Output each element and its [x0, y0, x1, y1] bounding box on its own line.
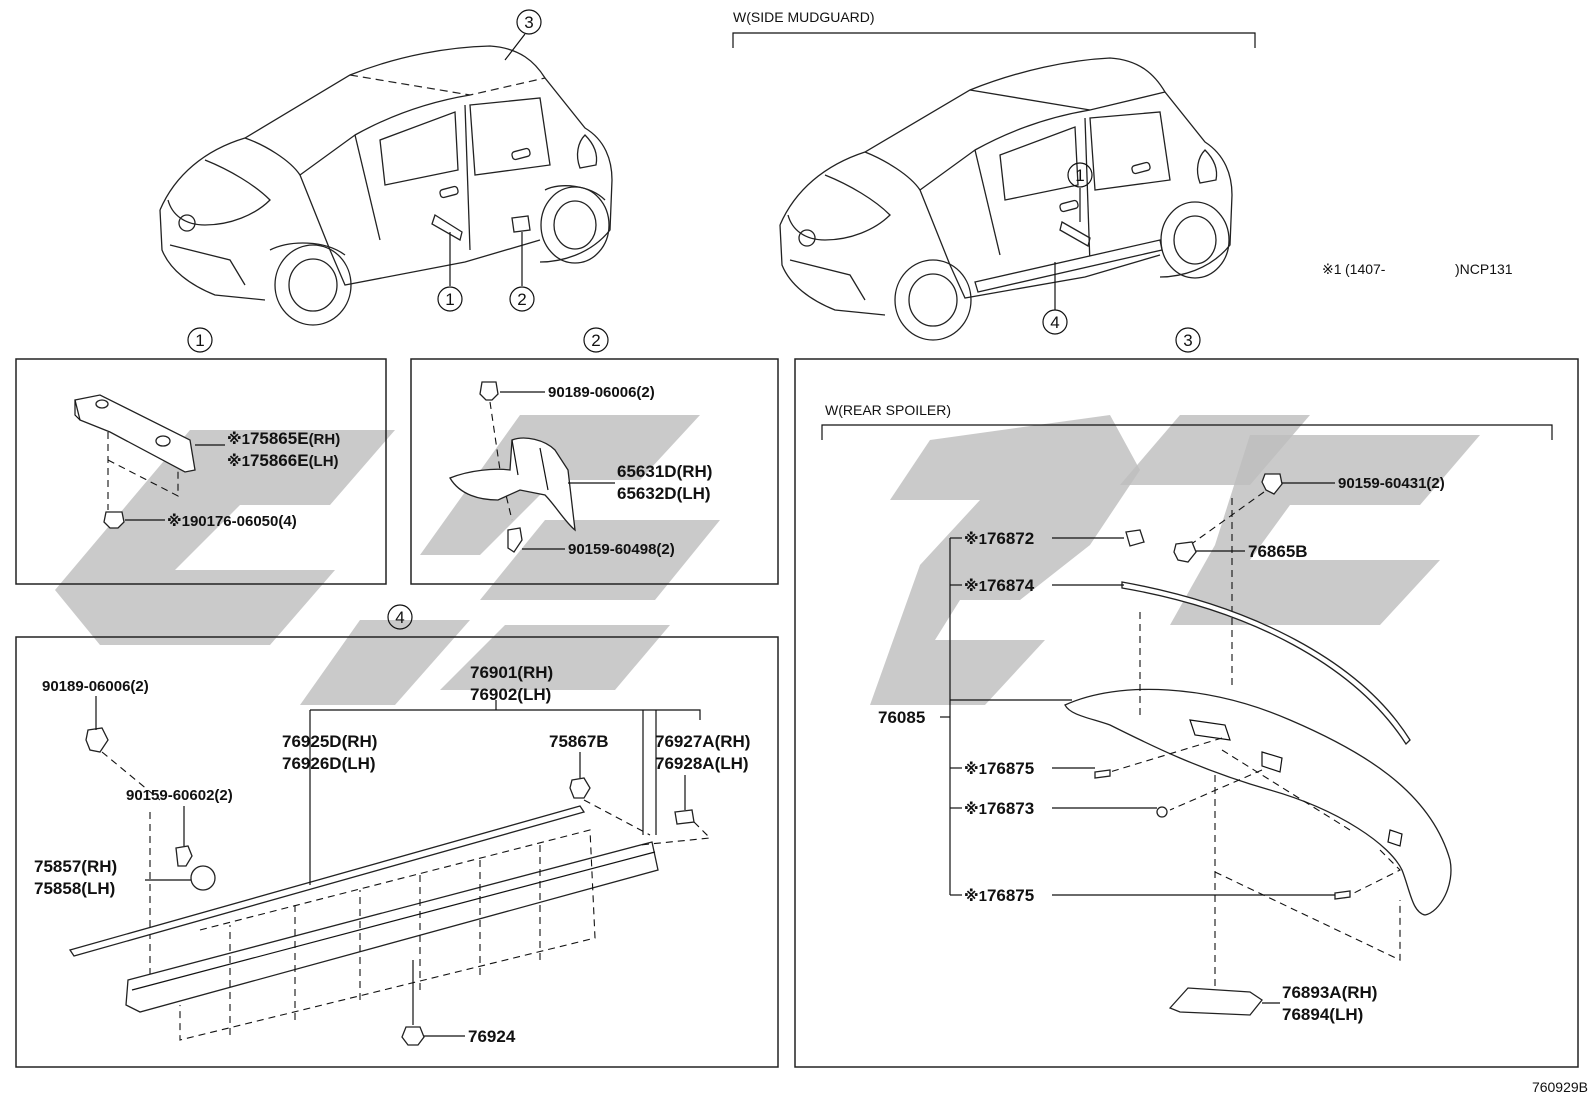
- svg-text:3: 3: [524, 13, 533, 32]
- cap-75857: [190, 865, 216, 891]
- diagram-code: 760929B: [1532, 1079, 1588, 1095]
- label-90159-60602: 90159-60602(2): [126, 787, 233, 804]
- mudguard-65631d: [449, 437, 576, 532]
- car-view-left: [159, 33, 613, 326]
- rocker-panel-76901: [125, 841, 659, 1013]
- svg-text:2: 2: [591, 331, 600, 350]
- washer-76873: [1156, 806, 1168, 818]
- label-76875-upper: ※176875: [964, 759, 1034, 778]
- panel-1-title: 1: [187, 327, 213, 353]
- nut-76924: [401, 1026, 425, 1046]
- label-76926d: 76926D(LH): [282, 754, 376, 773]
- panel-3-title: 3: [1175, 327, 1201, 353]
- rear-spoiler-caption: W(REAR SPOILER): [825, 402, 951, 418]
- svg-text:1: 1: [445, 290, 454, 309]
- panel-2-title: 2: [583, 327, 609, 353]
- callout-3-top-left: 3: [516, 9, 542, 35]
- applicability-footnote: ※1 (1407- )NCP131: [1322, 261, 1513, 277]
- label-65631d: 65631D(RH): [617, 462, 712, 481]
- panel-1-frame: [15, 358, 387, 585]
- label-75866e: ※175866E(LH): [227, 451, 339, 470]
- panel-1: 1 ※175865E(RH) ※175866E(LH) ※190176-0605…: [15, 327, 387, 585]
- label-76927a: 76927A(RH): [655, 732, 750, 751]
- label-76873: ※176873: [964, 799, 1034, 818]
- spoiler-76085: [1064, 688, 1452, 916]
- rear-spoiler-bracket: [821, 424, 1553, 440]
- svg-text:4: 4: [1050, 313, 1059, 332]
- panel-2: 2 90189-06006(2) 65631D(RH) 65632D(LH) 9…: [410, 327, 779, 585]
- panel-3-frame: [794, 358, 1579, 1068]
- svg-text:2: 2: [517, 290, 526, 309]
- svg-text:4: 4: [395, 608, 404, 627]
- label-75858: 75858(LH): [34, 879, 115, 898]
- screw-90159-60431: [1261, 473, 1283, 495]
- panel-3: 3 W(REAR SPOILER): [794, 327, 1579, 1068]
- label-75865e: ※175865E(RH): [227, 429, 340, 448]
- watermark-logo: [55, 415, 1480, 705]
- label-76894: 76894(LH): [1282, 1005, 1363, 1024]
- molding-strip-76925d: [68, 805, 586, 957]
- clip-90189-panel-2: [479, 381, 499, 401]
- label-75867b: 75867B: [549, 732, 609, 751]
- svg-text:)NCP131: )NCP131: [1455, 261, 1513, 277]
- label-90159-60498: 90159-60498(2): [568, 541, 675, 558]
- panel-2-frame: [410, 358, 779, 585]
- car-view-right: [779, 57, 1233, 341]
- svg-text:※1: ※1: [1322, 261, 1342, 277]
- label-65632d: 65632D(LH): [617, 484, 711, 503]
- label-76893a: 76893A(RH): [1282, 983, 1377, 1002]
- label-90159-60431: 90159-60431(2): [1338, 475, 1445, 492]
- panel-4: 4: [15, 604, 779, 1068]
- label-76872: ※176872: [964, 529, 1034, 548]
- clip-90189-panel-4: [85, 727, 109, 753]
- panel-4-title: 4: [387, 604, 413, 630]
- label-76901: 76901(RH): [470, 663, 553, 682]
- label-76875-lower: ※176875: [964, 886, 1034, 905]
- svg-text:1: 1: [195, 331, 204, 350]
- callout-1-top-right: 1: [1067, 162, 1093, 188]
- label-76928a: 76928A(LH): [655, 754, 749, 773]
- label-90189-06006-panel-2: 90189-06006(2): [548, 384, 655, 401]
- tape-76875-lower: [1334, 890, 1351, 900]
- label-76902: 76902(LH): [470, 685, 551, 704]
- svg-text:(1407-: (1407-: [1345, 261, 1386, 277]
- tab-76927a: [674, 809, 695, 825]
- label-76874: ※176874: [964, 576, 1035, 595]
- screw-90159-60602: [175, 845, 193, 867]
- clip-76865b: [1173, 541, 1197, 563]
- callout-1-top-left: 1: [437, 286, 463, 312]
- label-75857: 75857(RH): [34, 857, 117, 876]
- label-76924: 76924: [468, 1027, 516, 1046]
- panel-4-frame: [15, 636, 779, 1068]
- callout-2-top-left: 2: [509, 286, 535, 312]
- side-mudguard-caption: W(SIDE MUDGUARD): [733, 9, 875, 25]
- strip-76874: [1121, 581, 1411, 746]
- label-76865b: 76865B: [1248, 542, 1308, 561]
- callout-4-top-right: 4: [1042, 309, 1068, 335]
- cover-76893a: [1168, 987, 1263, 1016]
- tape-76875-upper: [1094, 769, 1111, 779]
- label-76085: 76085: [878, 708, 925, 727]
- side-step-bracket: [74, 394, 196, 473]
- pad-76872: [1125, 529, 1145, 547]
- side-mudguard-bracket: [732, 32, 1256, 48]
- clip-90176: [103, 511, 125, 529]
- label-76925d: 76925D(RH): [282, 732, 377, 751]
- svg-text:3: 3: [1183, 331, 1192, 350]
- svg-text:1: 1: [1075, 166, 1084, 185]
- label-90189-06006-panel-4: 90189-06006(2): [42, 678, 149, 695]
- clip-75867b: [569, 777, 591, 799]
- label-90176-06050: ※190176-06050(4): [167, 512, 297, 530]
- screw-90159-60498: [507, 527, 523, 553]
